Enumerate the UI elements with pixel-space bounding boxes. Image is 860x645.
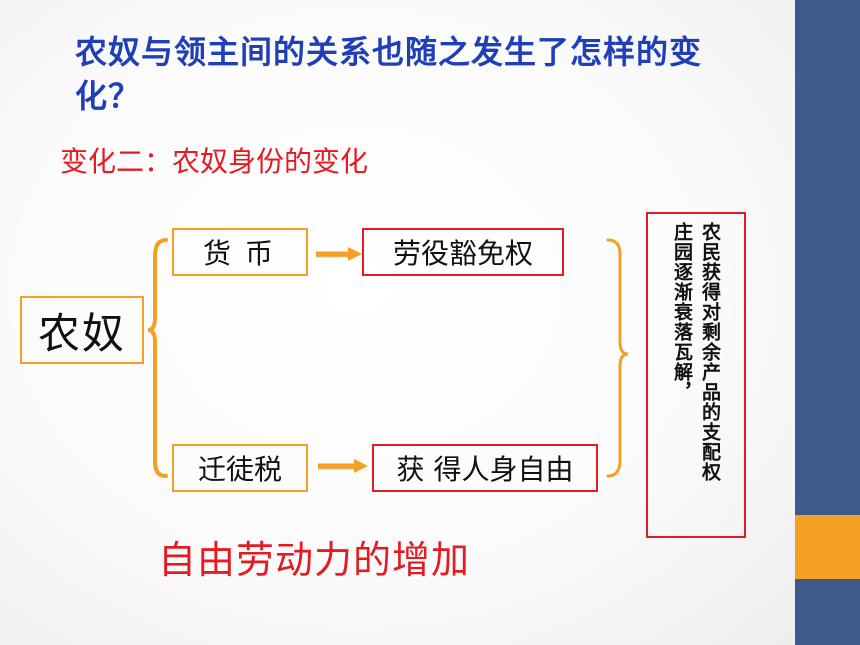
outcome-box: 农民获得对剩余产品的支配权 庄园逐渐衰落瓦解， <box>646 212 746 538</box>
side-accent <box>795 515 860 579</box>
slide-title: 农奴与领主间的关系也随之发生了怎样的变化？ <box>75 33 703 115</box>
cause-box-money: 货币 <box>172 228 308 276</box>
conclusion-text: 自由劳动力的增加 <box>158 538 471 582</box>
subject-box: 农奴 <box>20 296 144 364</box>
slide-subtitle: 变化二：农奴身份的变化 <box>60 145 369 178</box>
result-box-exemption: 劳役豁免权 <box>362 228 564 276</box>
cause-box-migration-tax: 迁徒税 <box>172 444 308 492</box>
outcome-line-1: 农民获得对剩余产品的支配权 <box>699 222 721 482</box>
result-box-freedom: 获 得人身自由 <box>372 444 598 492</box>
outcome-line-2: 庄园逐渐衰落瓦解， <box>671 222 693 402</box>
